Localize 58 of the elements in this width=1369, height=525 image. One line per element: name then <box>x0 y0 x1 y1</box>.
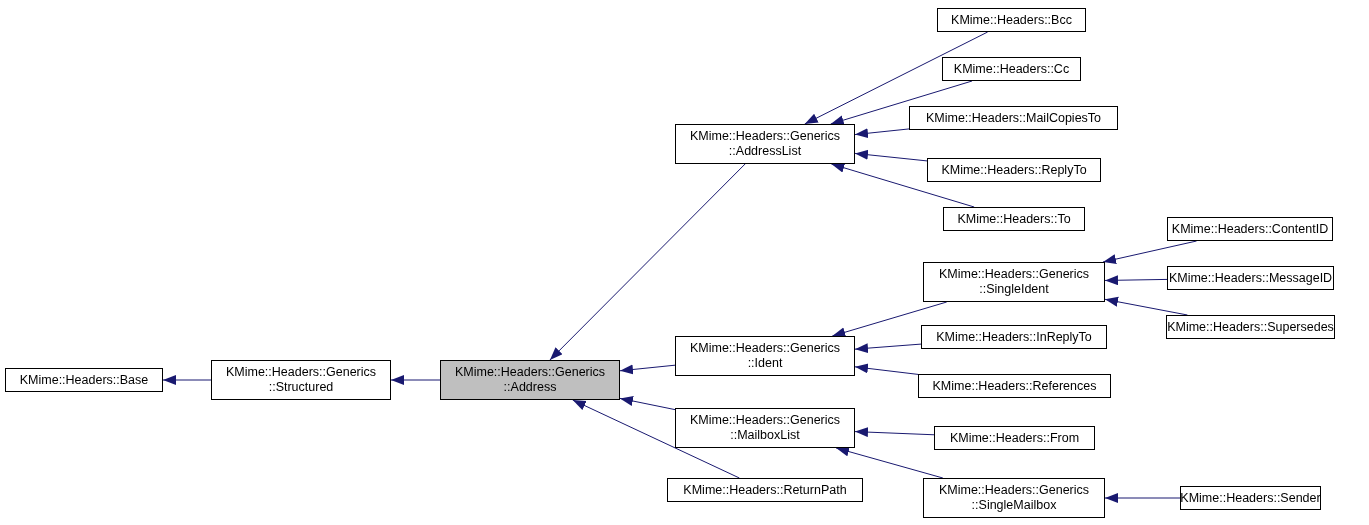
class-box <box>675 408 855 448</box>
class-box <box>667 478 863 502</box>
class-name: KMime::Headers::MessageID <box>1167 270 1334 286</box>
class-box <box>937 8 1086 32</box>
class-box <box>921 325 1107 349</box>
inheritance-arrow <box>162 375 212 385</box>
class-name: KMime::Headers::Supersedes <box>1166 319 1335 335</box>
inheritance-arrow <box>619 396 676 411</box>
class-box <box>918 374 1111 398</box>
class-box <box>943 207 1085 231</box>
inheritance-arrow <box>831 301 948 338</box>
class-name: KMime::Headers::MailCopiesTo <box>924 110 1103 126</box>
inheritance-arrow <box>830 162 975 208</box>
inheritance-arrow <box>572 399 740 479</box>
class-box <box>675 124 855 164</box>
class-name: KMime::Headers::References <box>931 378 1098 394</box>
class-box <box>934 426 1095 450</box>
class-name: KMime::Headers::To <box>956 211 1072 227</box>
inheritance-arrow <box>854 149 928 162</box>
inheritance-arrow <box>854 128 910 139</box>
inheritance-arrow <box>390 375 441 385</box>
class-name: KMime::Headers::ReturnPath <box>682 482 848 498</box>
class-name: KMime::Headers::Generics ::SingleIdent <box>937 267 1091 297</box>
class-box <box>909 106 1118 130</box>
class-name: KMime::Headers::Bcc <box>950 12 1073 28</box>
inheritance-arrow <box>804 31 989 125</box>
class-box <box>440 360 620 400</box>
class-name: KMime::Headers::Generics ::SingleMailbox <box>937 483 1091 513</box>
class-box <box>211 360 391 400</box>
class-name: KMime::Headers::Cc <box>952 61 1071 77</box>
class-name: KMime::Headers::Generics ::Ident <box>688 341 842 371</box>
inheritance-arrow <box>830 80 973 125</box>
class-box <box>927 158 1101 182</box>
inheritance-arrow <box>1104 275 1168 286</box>
class-box <box>923 478 1105 518</box>
inheritance-arrow <box>854 343 922 354</box>
class-name: KMime::Headers::InReplyTo <box>935 329 1093 345</box>
inheritance-arrow <box>835 446 944 479</box>
class-name: KMime::Headers::ContentID <box>1170 221 1330 237</box>
class-box <box>5 368 163 392</box>
class-box <box>675 336 855 376</box>
class-name: KMime::Headers::Generics ::Address <box>453 365 607 395</box>
class-name: KMime::Headers::Generics ::Structured <box>224 365 378 395</box>
inheritance-arrow <box>549 163 746 361</box>
class-name: KMime::Headers::Sender <box>1179 490 1322 506</box>
class-name: KMime::Headers::From <box>948 430 1081 446</box>
inheritance-arrow <box>854 427 935 438</box>
inheritance-arrow <box>854 363 919 375</box>
class-box <box>1180 486 1321 510</box>
class-box <box>923 262 1105 302</box>
class-name: KMime::Headers::ReplyTo <box>940 162 1088 178</box>
inheritance-arrow <box>1104 493 1181 503</box>
class-name: KMime::Headers::Base <box>18 372 150 388</box>
inheritance-arrow <box>619 364 676 375</box>
class-box <box>942 57 1081 81</box>
class-name: KMime::Headers::Generics ::MailboxList <box>688 413 842 443</box>
class-name: KMime::Headers::Generics ::AddressList <box>688 129 842 159</box>
inheritance-arrow <box>1104 296 1188 316</box>
